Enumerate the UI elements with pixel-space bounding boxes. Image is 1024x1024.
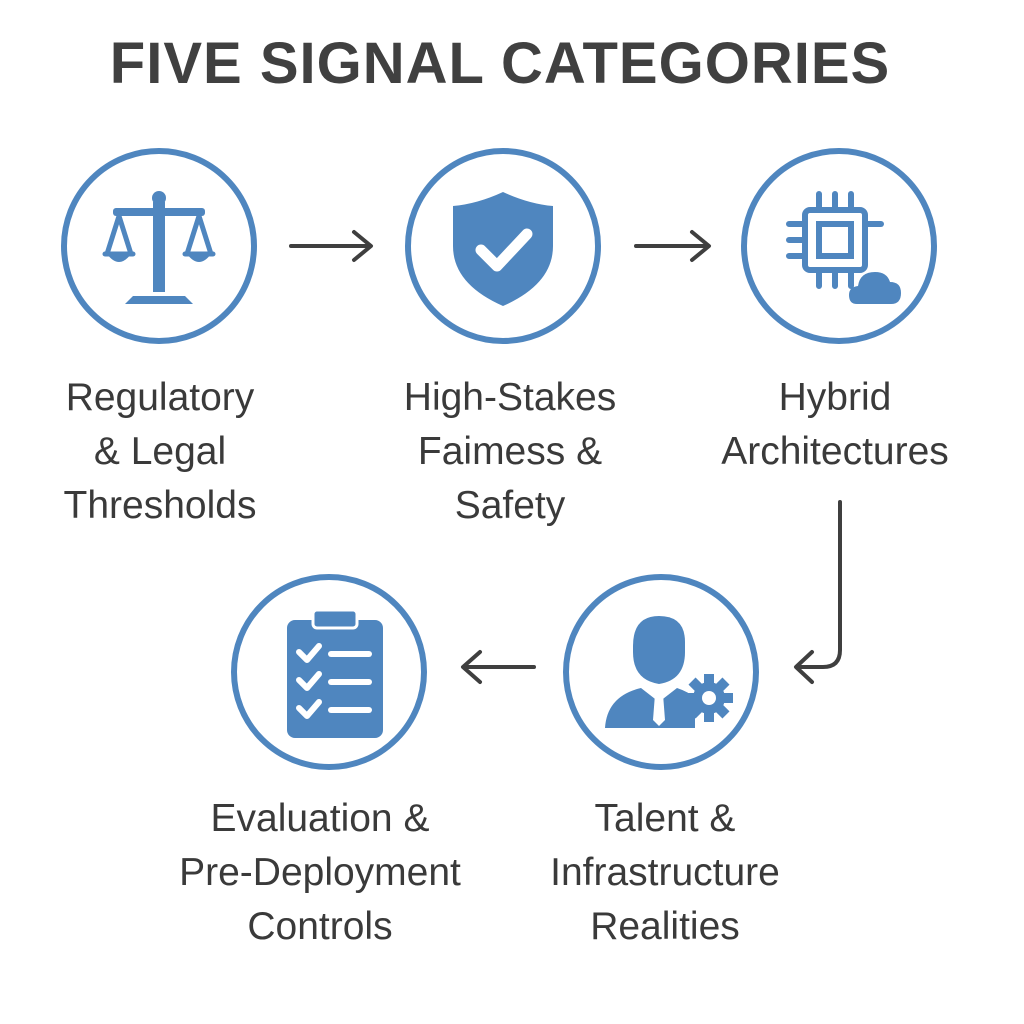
node-evaluation-line-3: Controls (247, 905, 393, 948)
arrow-down-left (794, 500, 842, 684)
node-talent-line-3: Realities (590, 905, 740, 948)
shield-check-icon (453, 192, 553, 306)
node-fairness-line-1: High-Stakes (403, 376, 617, 419)
node-talent-label: Talent & Infrastructure Realities (505, 792, 825, 954)
clipboard-checklist-icon (287, 608, 383, 738)
node-talent-line-1: Talent & (594, 797, 736, 840)
node-fairness-label: High-Stakes Faimess & Safety (370, 371, 650, 533)
node-fairness-line-2: Faimess & (417, 430, 603, 473)
node-evaluation-line-2: Pre-Deployment (179, 851, 461, 894)
diagram-title: FIVE SIGNAL CATEGORIES (109, 31, 891, 96)
chip-cloud-icon (786, 191, 901, 304)
node-hybrid-label: Hybrid Architectures (680, 371, 990, 479)
node-hybrid-line-2: Architectures (721, 430, 949, 473)
node-regulatory-circle (61, 148, 257, 344)
node-hybrid-circle (741, 148, 937, 344)
node-evaluation-label: Evaluation & Pre-Deployment Controls (145, 792, 495, 954)
node-evaluation-circle (231, 574, 427, 770)
node-regulatory-line-2: & Legal (93, 430, 227, 473)
arrow-right-1 (289, 230, 373, 262)
node-regulatory-line-3: Thresholds (63, 484, 257, 527)
arrow-left (461, 650, 536, 684)
node-evaluation-line-1: Evaluation & (210, 797, 430, 840)
scales-icon (102, 191, 216, 304)
node-regulatory-line-1: Regulatory (65, 376, 255, 419)
node-fairness-circle (405, 148, 601, 344)
arrow-right-2 (634, 230, 711, 262)
node-hybrid-line-1: Hybrid (778, 376, 892, 419)
node-talent-line-2: Infrastructure (550, 851, 780, 894)
person-gear-icon (605, 616, 733, 728)
node-talent-circle (563, 574, 759, 770)
node-regulatory-label: Regulatory & Legal Thresholds (30, 371, 290, 533)
node-fairness-line-3: Safety (454, 484, 566, 527)
